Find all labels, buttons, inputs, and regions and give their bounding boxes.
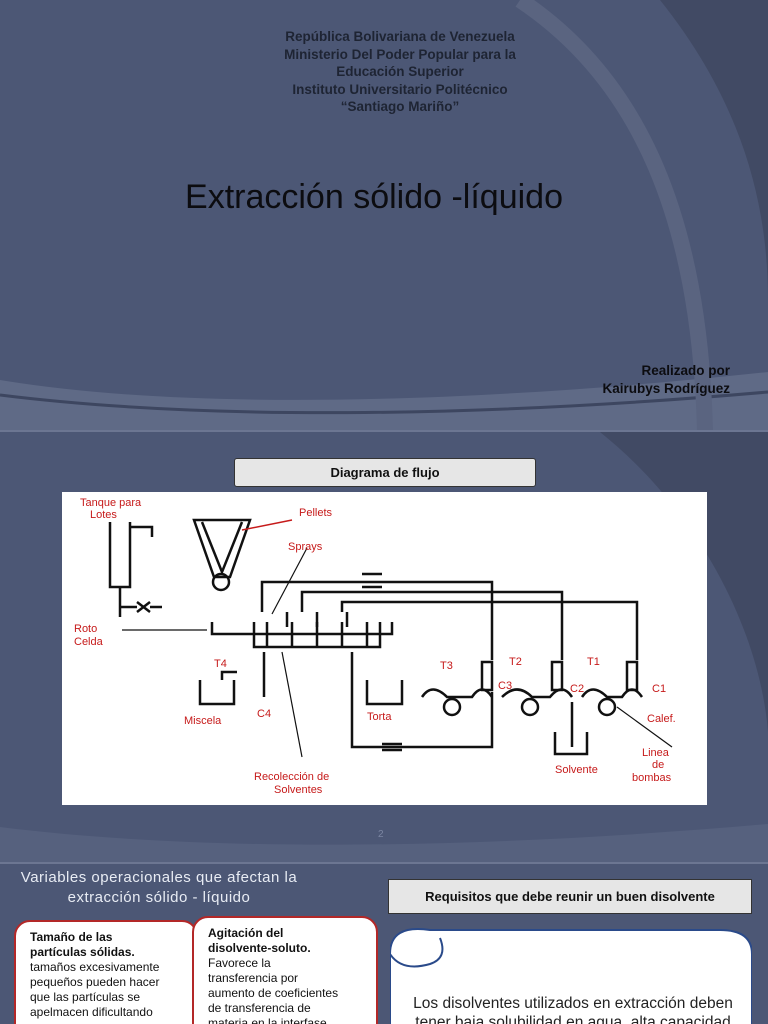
label-c3: C3 xyxy=(498,680,512,692)
card-body: tamaños excesivamente xyxy=(30,960,160,974)
label-pellets: Pellets xyxy=(299,507,333,519)
label-torta: Torta xyxy=(367,711,392,723)
author-line: Kairubys Rodríguez xyxy=(602,381,730,396)
institution-line: República Bolivariana de Venezuela xyxy=(285,29,515,44)
slide-separator xyxy=(0,862,768,865)
requirements-text: Los disolventes utilizados en extracción… xyxy=(398,994,748,1024)
label-c1: C1 xyxy=(652,683,666,695)
card-body: transferencia por xyxy=(208,971,299,985)
label-calef: Calef. xyxy=(647,713,676,725)
card-heading: partículas sólidas. xyxy=(30,945,135,959)
label-bombas: bombas xyxy=(632,772,672,784)
slide2-decoration xyxy=(0,432,768,864)
flow-diagram: Tanque para Lotes Pellets Sprays Roto Ce… xyxy=(62,492,707,805)
presentation-title: Extracción sólido -líquido xyxy=(185,178,563,216)
slide-flow-diagram: Diagrama de flujo xyxy=(0,432,768,864)
requirements-line: Los disolventes utilizados en extracción… xyxy=(413,995,733,1012)
card-particle-size: Tamaño de las partículas sólidas. tamaño… xyxy=(14,920,198,1024)
card-heading: disolvente-soluto. xyxy=(208,941,311,955)
variables-title: Variables operacionales que afectan la e… xyxy=(0,868,318,908)
card-heading: Agitación del xyxy=(208,926,284,940)
card-body: Favorece la xyxy=(208,956,271,970)
slide1-decoration xyxy=(0,0,768,432)
card-heading: Tamaño de las xyxy=(30,930,113,944)
flow-diagram-drawing: Tanque para Lotes Pellets Sprays Roto Ce… xyxy=(74,497,676,796)
author-block: Realizado por Kairubys Rodríguez xyxy=(602,362,730,398)
label-t1: T1 xyxy=(587,656,600,668)
label-roto: Roto xyxy=(74,623,97,635)
label-solventes: Solventes xyxy=(274,784,323,796)
label-lotes: Lotes xyxy=(90,509,117,521)
label-celda: Celda xyxy=(74,636,104,648)
slide-separator xyxy=(0,430,768,433)
card-body: que las partículas se xyxy=(30,990,141,1004)
scroll-shape xyxy=(390,928,752,1024)
card-body: de transferencia de xyxy=(208,1001,311,1015)
variables-title-line: extracción sólido - líquido xyxy=(67,889,251,906)
institution-line: Educación Superior xyxy=(336,64,464,79)
label-recoleccion: Recolección de xyxy=(254,771,329,783)
diagram-header: Diagrama de flujo xyxy=(234,458,536,487)
card-body: apelmacen dificultando xyxy=(30,1005,153,1019)
requirements-header: Requisitos que debe reunir un buen disol… xyxy=(388,879,752,914)
label-de: de xyxy=(652,759,664,771)
institution-line: Ministerio Del Poder Popular para la xyxy=(284,46,516,62)
author-line: Realizado por xyxy=(641,363,730,378)
institution-line: “Santiago Mariño” xyxy=(340,99,460,114)
slide-number: 2 xyxy=(378,829,384,840)
institution-block: República Bolivariana de Venezuela Minis… xyxy=(250,28,550,116)
slide-title: República Bolivariana de Venezuela Minis… xyxy=(0,0,768,432)
label-tanque: Tanque para xyxy=(80,497,142,509)
label-sprays: Sprays xyxy=(288,541,323,553)
variables-title-line: Variables operacionales que afectan la xyxy=(20,869,298,886)
label-c4: C4 xyxy=(257,708,271,720)
slide-variables: Variables operacionales que afectan la e… xyxy=(0,864,768,1024)
label-c2: C2 xyxy=(570,683,584,695)
institution-line: Instituto Universitario Politécnico xyxy=(292,81,508,97)
label-solvente: Solvente xyxy=(555,764,598,776)
requirements-line: tener baja solubilidad en agua, alta cap… xyxy=(415,1014,731,1024)
card-agitation: Agitación del disolvente-soluto. Favorec… xyxy=(192,916,378,1024)
card-body: pequeños pueden hacer xyxy=(30,975,160,989)
card-body: aumento de coeficientes xyxy=(208,986,339,1000)
label-miscela: Miscela xyxy=(184,715,222,727)
label-linea: Linea xyxy=(642,747,670,759)
card-body: materia en la interfase xyxy=(208,1016,327,1024)
label-t4: T4 xyxy=(214,658,227,670)
label-t2: T2 xyxy=(509,656,522,668)
label-t3: T3 xyxy=(440,660,453,672)
